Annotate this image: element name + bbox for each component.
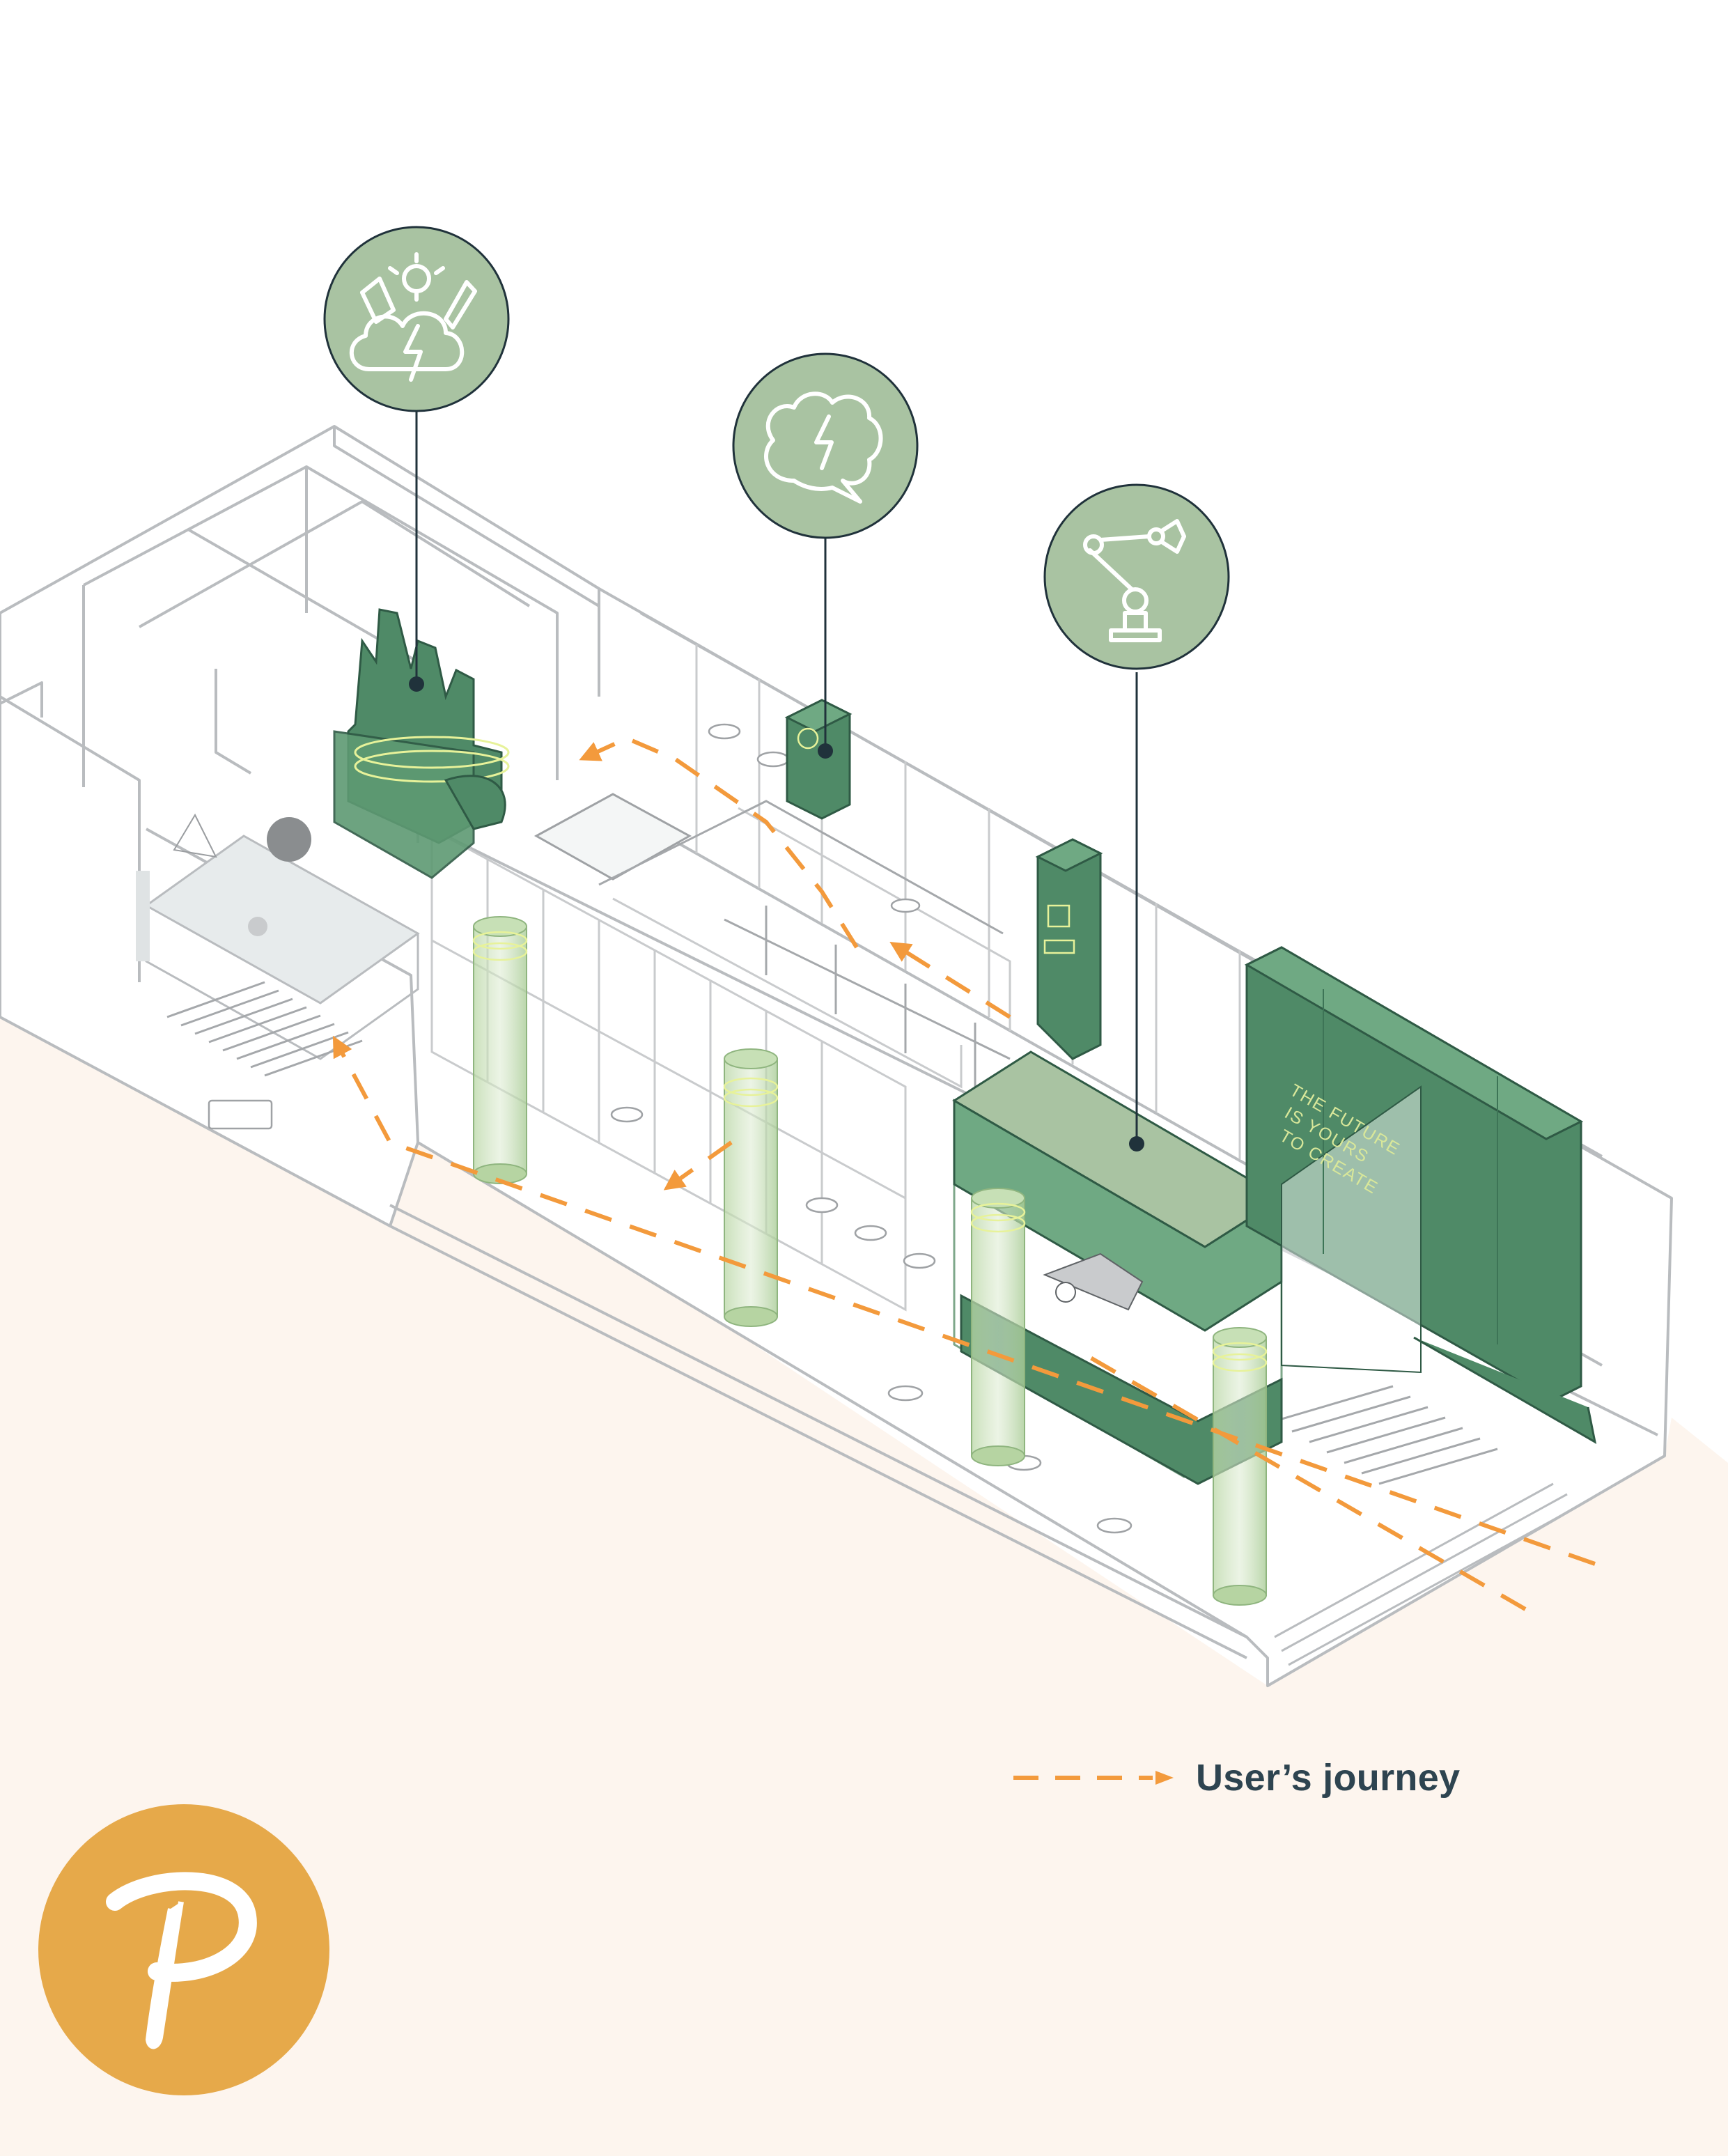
column-4 bbox=[1212, 1327, 1268, 1606]
feature-wall: THE FUTURE IS YOURS TO CREATE bbox=[1244, 946, 1597, 1444]
column-3 bbox=[970, 1188, 1026, 1466]
journey-upper-cafe bbox=[889, 942, 1011, 1019]
journey-outer-lane bbox=[1078, 1349, 1527, 1611]
entrance-steps bbox=[1274, 1482, 1582, 1666]
cafe-furniture bbox=[208, 723, 1132, 1534]
robot-pod bbox=[952, 1050, 1284, 1485]
callout-creativity bbox=[323, 226, 510, 412]
brand-logo bbox=[38, 1804, 329, 2095]
mezzanine-platform bbox=[136, 813, 420, 1060]
creativity-cloud-icon bbox=[349, 252, 477, 382]
column-1 bbox=[472, 916, 528, 1184]
pool-table bbox=[534, 793, 692, 881]
brain-idea-icon bbox=[764, 391, 883, 504]
journey-up-ramp bbox=[663, 1140, 733, 1191]
ground-plane bbox=[0, 1017, 1728, 2156]
callout-anchor-dots bbox=[409, 676, 1144, 1151]
journey-main-corridor bbox=[332, 1035, 1596, 1566]
legend: User’s journey bbox=[1013, 1752, 1460, 1804]
journey-stair bbox=[579, 736, 859, 949]
robot-arm-icon bbox=[1083, 519, 1186, 642]
hand-booth bbox=[333, 608, 510, 879]
user-journey-path bbox=[332, 736, 1596, 1611]
legend-dash-arrow-icon bbox=[1013, 1771, 1174, 1785]
balcony-railing bbox=[598, 800, 1011, 1092]
chip-display-tower bbox=[1035, 838, 1103, 1060]
entrance-mat-right bbox=[1274, 1385, 1498, 1485]
legend-label: User’s journey bbox=[1196, 1757, 1461, 1799]
brain-kiosk bbox=[784, 699, 853, 820]
callout-robot bbox=[1043, 483, 1230, 670]
p-monogram-icon bbox=[38, 1804, 329, 2095]
column-2 bbox=[723, 1048, 779, 1327]
callout-leaders bbox=[415, 411, 1138, 1142]
callout-brain bbox=[732, 352, 919, 539]
translucent-columns bbox=[472, 916, 1268, 1606]
